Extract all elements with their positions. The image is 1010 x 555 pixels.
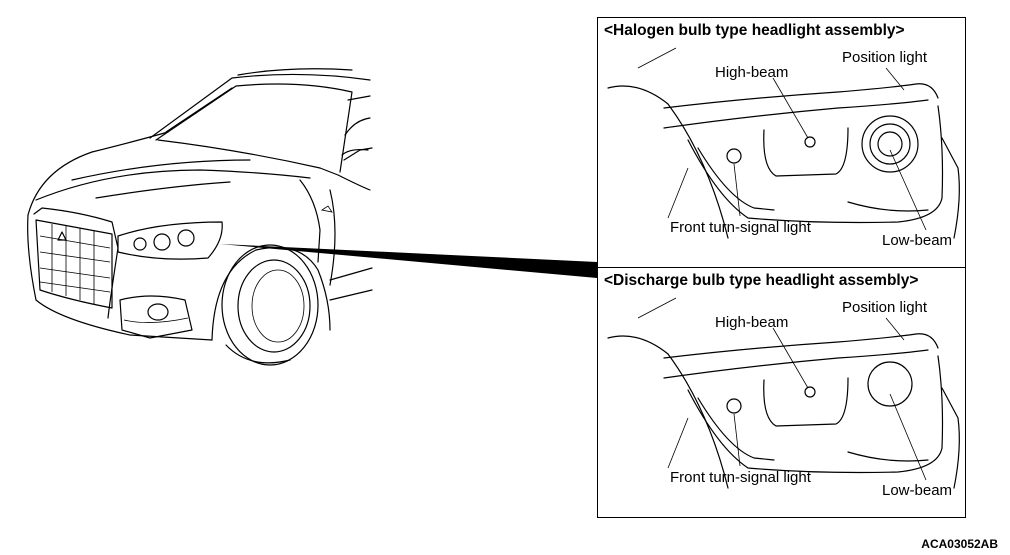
halogen-panel-title: <Halogen bulb type headlight assembly> xyxy=(604,22,905,39)
halogen-headlight-drawing xyxy=(607,47,960,239)
position-light-label: Position light xyxy=(842,299,928,316)
discharge-headlight-drawing xyxy=(607,297,960,489)
callout-pointer xyxy=(220,244,597,278)
car-body-outline xyxy=(27,68,373,366)
position-light-label: Position light xyxy=(842,49,928,66)
turn-signal-label: Front turn-signal light xyxy=(670,469,811,486)
turn-signal-label: Front turn-signal light xyxy=(670,219,811,236)
halogen-panel: <Halogen bulb type headlight assembly> H… xyxy=(597,17,966,268)
high-beam-label: High-beam xyxy=(715,314,789,331)
discharge-panel: <Discharge bulb type headlight assembly>… xyxy=(597,267,966,518)
low-beam-label: Low-beam xyxy=(882,232,953,249)
high-beam-label: High-beam xyxy=(715,64,789,81)
low-beam-label: Low-beam xyxy=(882,482,953,499)
discharge-panel-title: <Discharge bulb type headlight assembly> xyxy=(604,272,919,289)
figure-code: ACA03052AB xyxy=(921,537,998,551)
